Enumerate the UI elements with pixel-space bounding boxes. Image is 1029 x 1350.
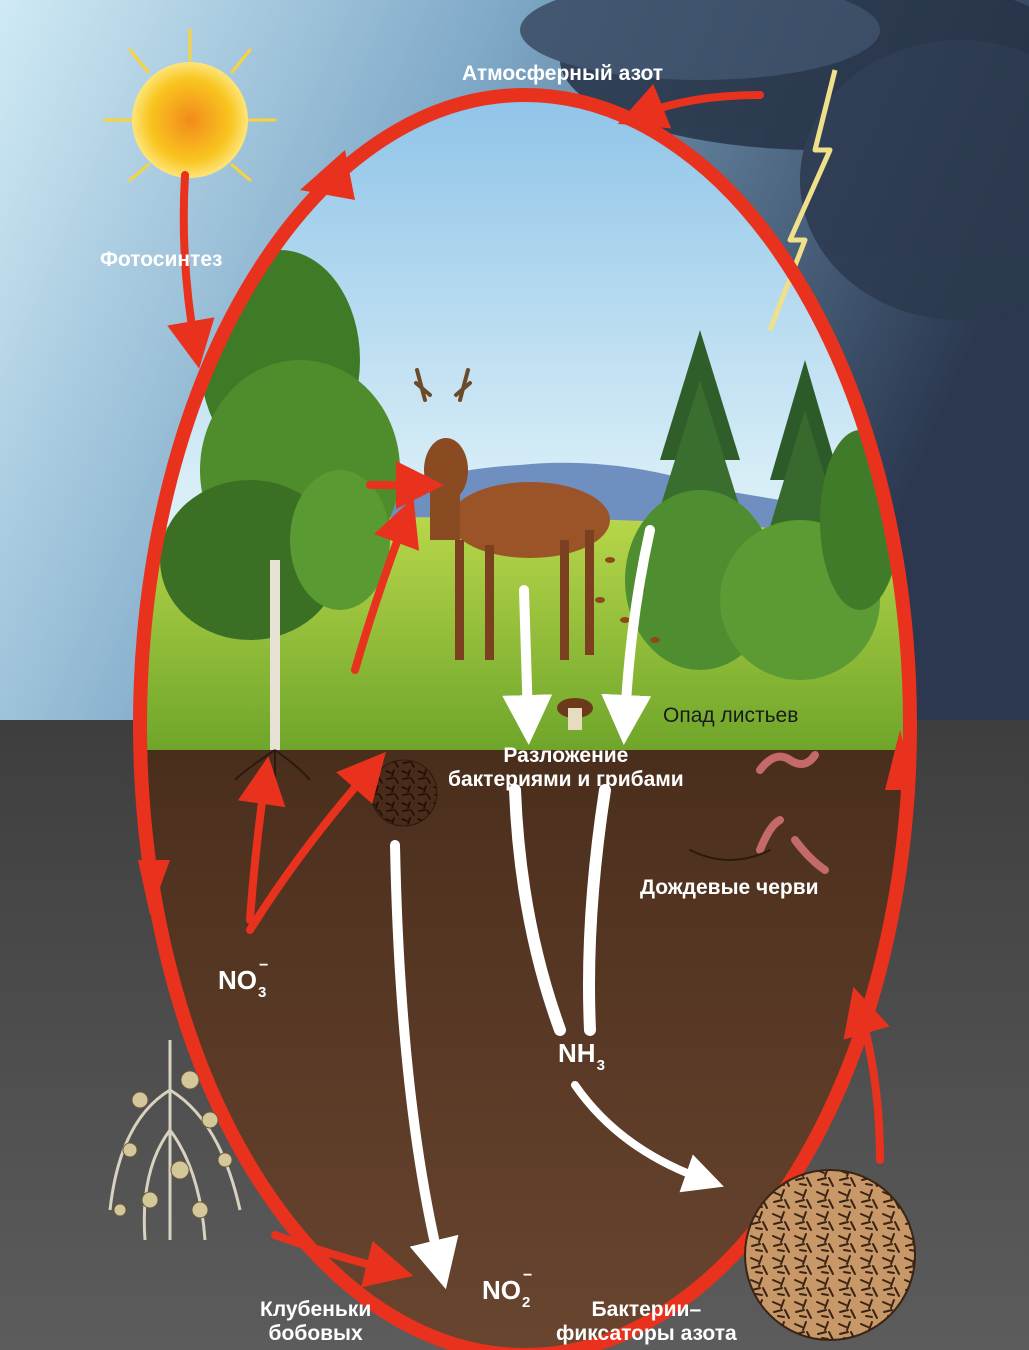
label-nodules-line1: Клубеньки [260, 1298, 371, 1322]
formula-nitrite-base: NO [482, 1275, 521, 1305]
label-photosynthesis: Фотосинтез [100, 248, 222, 272]
label-atmospheric-nitrogen: Атмосферный азот [462, 62, 663, 86]
formula-ammonia-sub: 3 [597, 1057, 605, 1074]
label-decomposition-line2: бактериями и грибами [448, 768, 684, 792]
label-fixers: Бактерии– фиксаторы азота [556, 1298, 737, 1346]
formula-ammonia: NH3 [558, 1038, 605, 1069]
nitrogen-fixing-bacteria-circle [745, 1170, 915, 1340]
decomposer-bacteria-circle [371, 760, 437, 826]
label-decomposition: Разложение бактериями и грибами [448, 744, 684, 792]
label-fixers-line1: Бактерии– [556, 1298, 737, 1322]
formula-nitrite-sub: 2 [522, 1294, 530, 1311]
label-nodules: Клубеньки бобовых [260, 1298, 371, 1346]
formula-nitrate-sub: 3 [258, 984, 266, 1001]
formula-nitrite-sup: − [523, 1267, 532, 1285]
label-fixers-line2: фиксаторы азота [556, 1322, 737, 1346]
label-decomposition-line1: Разложение [448, 744, 684, 768]
formula-nitrite: NO2− [482, 1275, 530, 1306]
formula-nitrate-sup: − [259, 957, 268, 975]
formula-nitrate: NO3− [218, 965, 266, 996]
label-earthworms: Дождевые черви [640, 876, 819, 900]
label-nodules-line2: бобовых [260, 1322, 371, 1346]
formula-nitrate-base: NO [218, 965, 257, 995]
formula-ammonia-base: NH [558, 1038, 596, 1068]
arrow-deer-to-soil [524, 590, 528, 720]
label-leaf-litter: Опад листьев [663, 704, 798, 728]
